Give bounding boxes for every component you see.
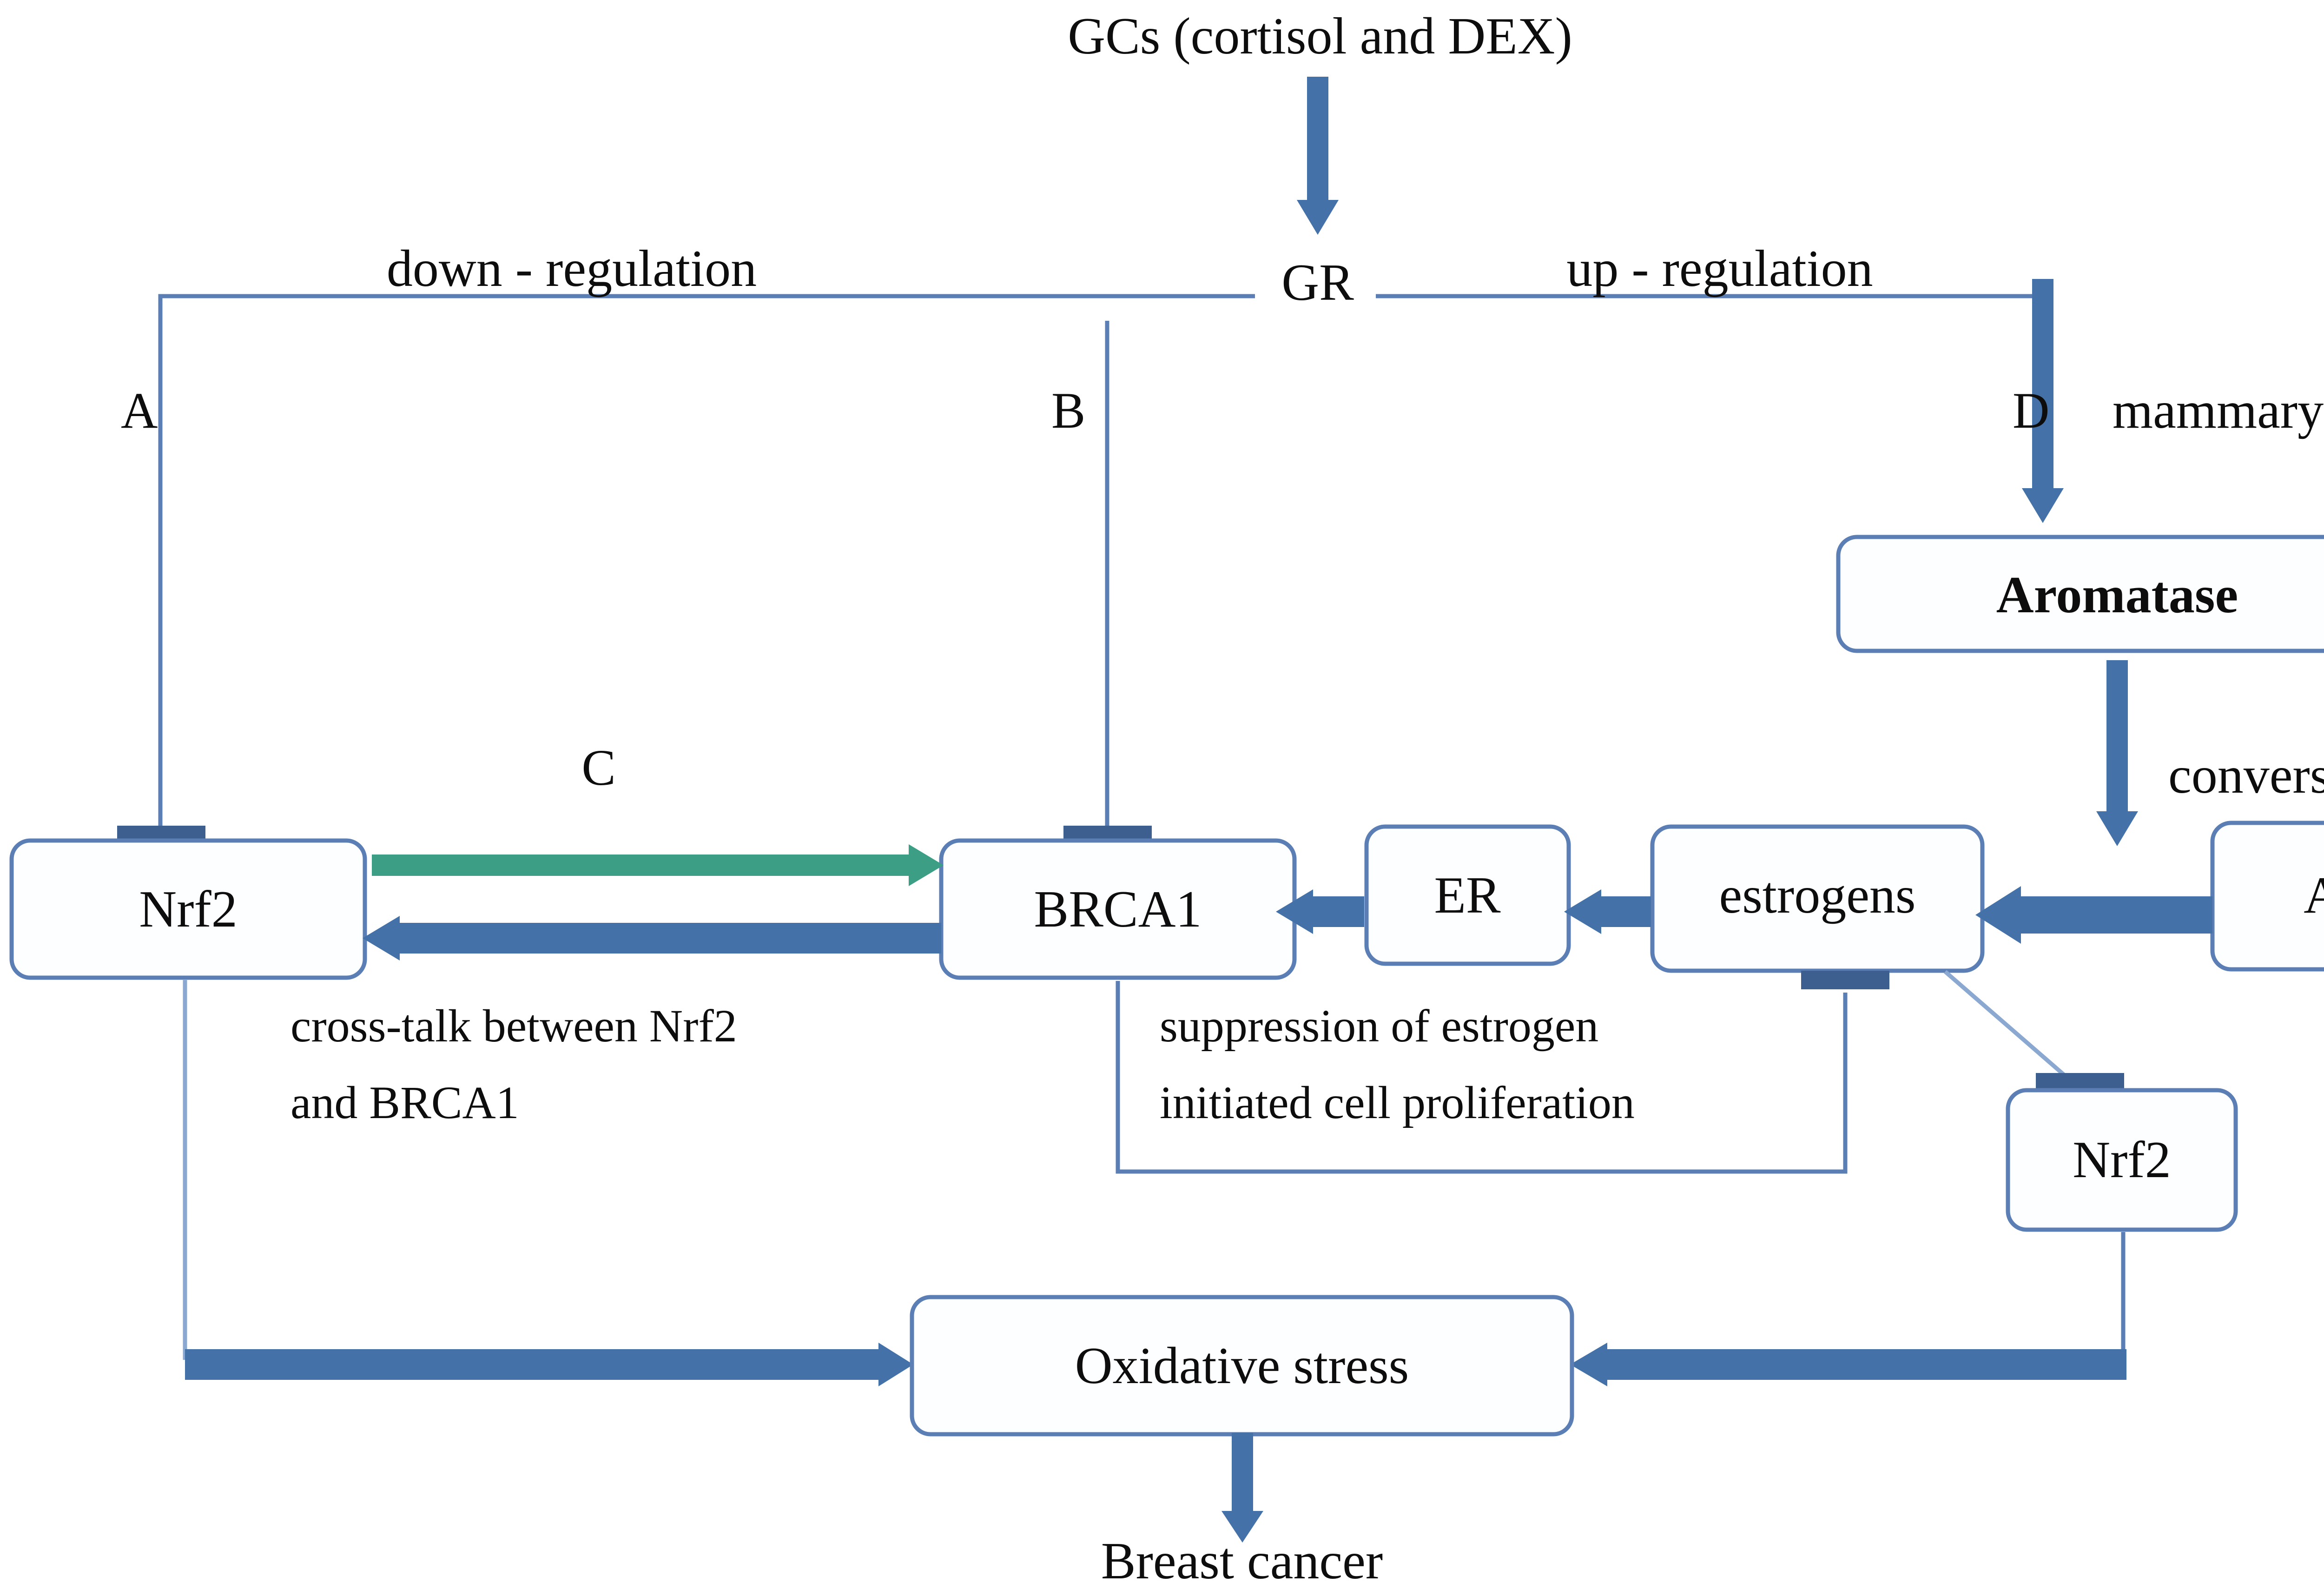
arrow-nrf2-right-to-oxidative-stress — [1570, 1343, 2126, 1386]
connector-branch-a — [158, 294, 1255, 828]
caption-suppression-line2: initiated cell proliferation — [1160, 1077, 1635, 1128]
node-label-brca1: BRCA1 — [1034, 881, 1202, 938]
node-label-er: ER — [1434, 867, 1500, 924]
node-label-nrf2-right: Nrf2 — [2073, 1131, 2171, 1189]
edge-label-mammary-tissue: mammary tissue — [2113, 382, 2324, 439]
inhibition-bar-estrogens — [1801, 971, 1889, 989]
node-box-aromatase[interactable] — [1836, 535, 2324, 653]
arrow-estrogens-to-er — [1564, 889, 1651, 934]
arrow-oxidative-stress-to-breast-cancer — [1221, 1433, 1263, 1543]
edge-label-conversion: conversion — [2168, 747, 2324, 804]
caption-suppression-line1: suppression of estrogen — [1160, 1000, 1598, 1052]
caption-crosstalk-line2: and BRCA1 — [290, 1077, 519, 1128]
arrow-c-nrf2-to-brca1 — [372, 844, 944, 886]
branch-label-b: B — [1051, 382, 1085, 439]
node-breast-cancer: Breast cancer — [1101, 1532, 1383, 1583]
arrow-gr-to-aromatase — [2022, 279, 2064, 523]
node-box-androgens[interactable] — [2210, 821, 2324, 972]
node-gr: GR — [1281, 254, 1354, 311]
arrow-androgens-to-estrogens — [1975, 886, 2212, 944]
connector-brca1-suppresses-estrogens — [1116, 981, 1848, 1174]
arrow-er-to-brca1 — [1276, 889, 1364, 934]
node-label-androgens: Androgens — [2304, 867, 2324, 924]
node-label-oxidative-stress: Oxidative stress — [1075, 1337, 1409, 1395]
branch-label-a: A — [121, 382, 158, 439]
connector-estrogens-inhibits-nrf2-right — [1944, 970, 2070, 1080]
caption-crosstalk-line1: cross-talk between Nrf2 — [290, 1000, 737, 1052]
branch-label-d: D — [2013, 382, 2049, 439]
node-label-nrf2-left: Nrf2 — [139, 881, 237, 938]
edge-label-down-regulation: down - regulation — [387, 240, 757, 298]
node-label-estrogens: estrogens — [1719, 867, 1915, 924]
node-box-er[interactable] — [1364, 824, 1571, 966]
branch-label-c: C — [581, 739, 615, 796]
node-label-aromatase: Aromatase — [1996, 566, 2238, 624]
arrow-aromatase-conversion — [2096, 660, 2138, 846]
node-box-nrf2-left[interactable] — [9, 838, 367, 980]
arrow-nrf2-left-to-oxidative-stress — [185, 1343, 913, 1386]
inhibition-bar-nrf2-right — [2036, 1073, 2124, 1091]
edge-label-up-regulation: up - regulation — [1566, 240, 1873, 298]
node-box-nrf2-right[interactable] — [2006, 1088, 2238, 1232]
node-gcs: GCs (cortisol and DEX) — [1068, 7, 1572, 65]
arrow-brca1-to-nrf2 — [363, 916, 941, 960]
arrow-gcs-to-gr — [1297, 77, 1339, 235]
